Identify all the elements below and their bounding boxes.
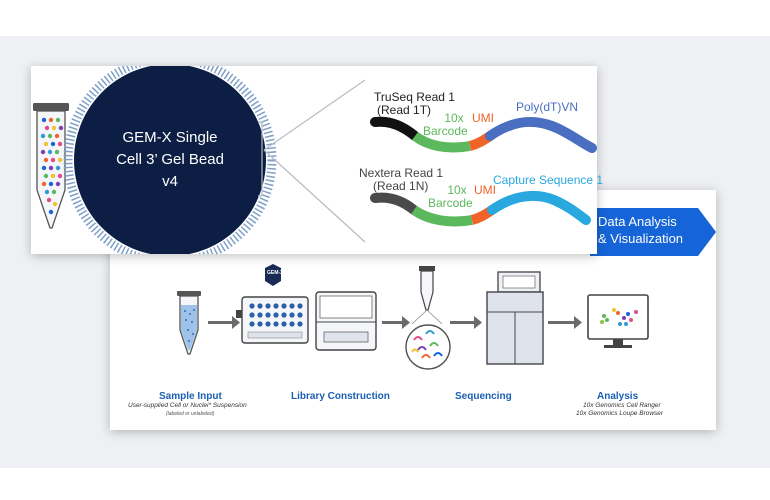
analysis-sub-cellranger: 10x Genomics Cell Ranger	[583, 402, 661, 409]
nextera-line1: Nextera Read 1	[359, 166, 444, 180]
banner-label: Data Analysis & Visualization	[598, 213, 683, 247]
truseq-line1: TruSeq Read 1	[374, 90, 455, 104]
library-construction-title: Library Construction	[291, 391, 390, 402]
polydt-label: Poly(dT)VN	[516, 100, 579, 114]
chip-label: GEM-X	[267, 270, 284, 276]
arrow-icon	[450, 316, 482, 329]
arrow-icon	[208, 316, 240, 329]
nextera-label: Nextera Read 1 (Read 1N)	[359, 167, 443, 193]
analysis-sub-loupe: 10x Genomics Loupe Browser	[576, 410, 664, 417]
barcode-top-2: 10x	[447, 183, 467, 197]
capture-sequence-label: Capture Sequence 1	[493, 173, 604, 187]
oligo-read1t	[370, 116, 597, 153]
droplet-magnifier-icon	[405, 324, 451, 370]
banner-line2: & Visualization	[598, 231, 684, 246]
gel-bead-line2: Cell 3’ Gel Bead	[116, 151, 224, 168]
sequencing-title: Sequencing	[455, 391, 512, 402]
gemx-chip-badge	[265, 264, 281, 286]
barcode-label-1: 10x	[437, 112, 471, 125]
sequencer-icon	[486, 271, 544, 365]
sample-input-sub: User-supplied Cell or Nuclei* Suspension	[128, 402, 247, 409]
zoom-bracket	[258, 79, 366, 243]
truseq-label: TruSeq Read 1 (Read 1T)	[374, 91, 455, 117]
umi-label-1: UMI	[472, 111, 494, 125]
gel-bead-line1: GEM-X Single	[122, 129, 218, 146]
barcode-top-1: 10x	[444, 111, 464, 125]
umi-label-2: UMI	[474, 183, 496, 197]
gel-bead-tube-icon	[33, 103, 69, 229]
analysis-title: Analysis	[597, 391, 639, 402]
sample-tube-icon	[177, 291, 201, 355]
barcode-label-2: 10x	[440, 184, 474, 197]
flow-tube-icon	[411, 266, 443, 325]
gel-bead-line3: v4	[162, 173, 178, 190]
arrow-icon	[382, 316, 410, 329]
analysis-monitor-icon	[587, 294, 649, 348]
data-analysis-banner	[590, 208, 716, 256]
chip-icon	[236, 296, 309, 344]
sample-input-note: (labeled or unlabeled)	[166, 411, 215, 417]
barcode-bottom-2: Barcode	[428, 196, 473, 210]
gel-bead-label: GEM-X Single Cell 3’ Gel Bead v4	[110, 127, 230, 193]
banner-line1: Data Analysis	[598, 214, 677, 229]
truseq-line2: (Read 1T)	[377, 103, 432, 117]
nextera-line2: (Read 1N)	[373, 179, 429, 193]
sample-input-title: Sample Input	[159, 391, 222, 402]
controller-instrument-icon	[315, 291, 377, 351]
oligo-read1n	[370, 190, 591, 227]
arrow-icon	[548, 316, 582, 329]
barcode-bottom-1: Barcode	[423, 124, 468, 138]
